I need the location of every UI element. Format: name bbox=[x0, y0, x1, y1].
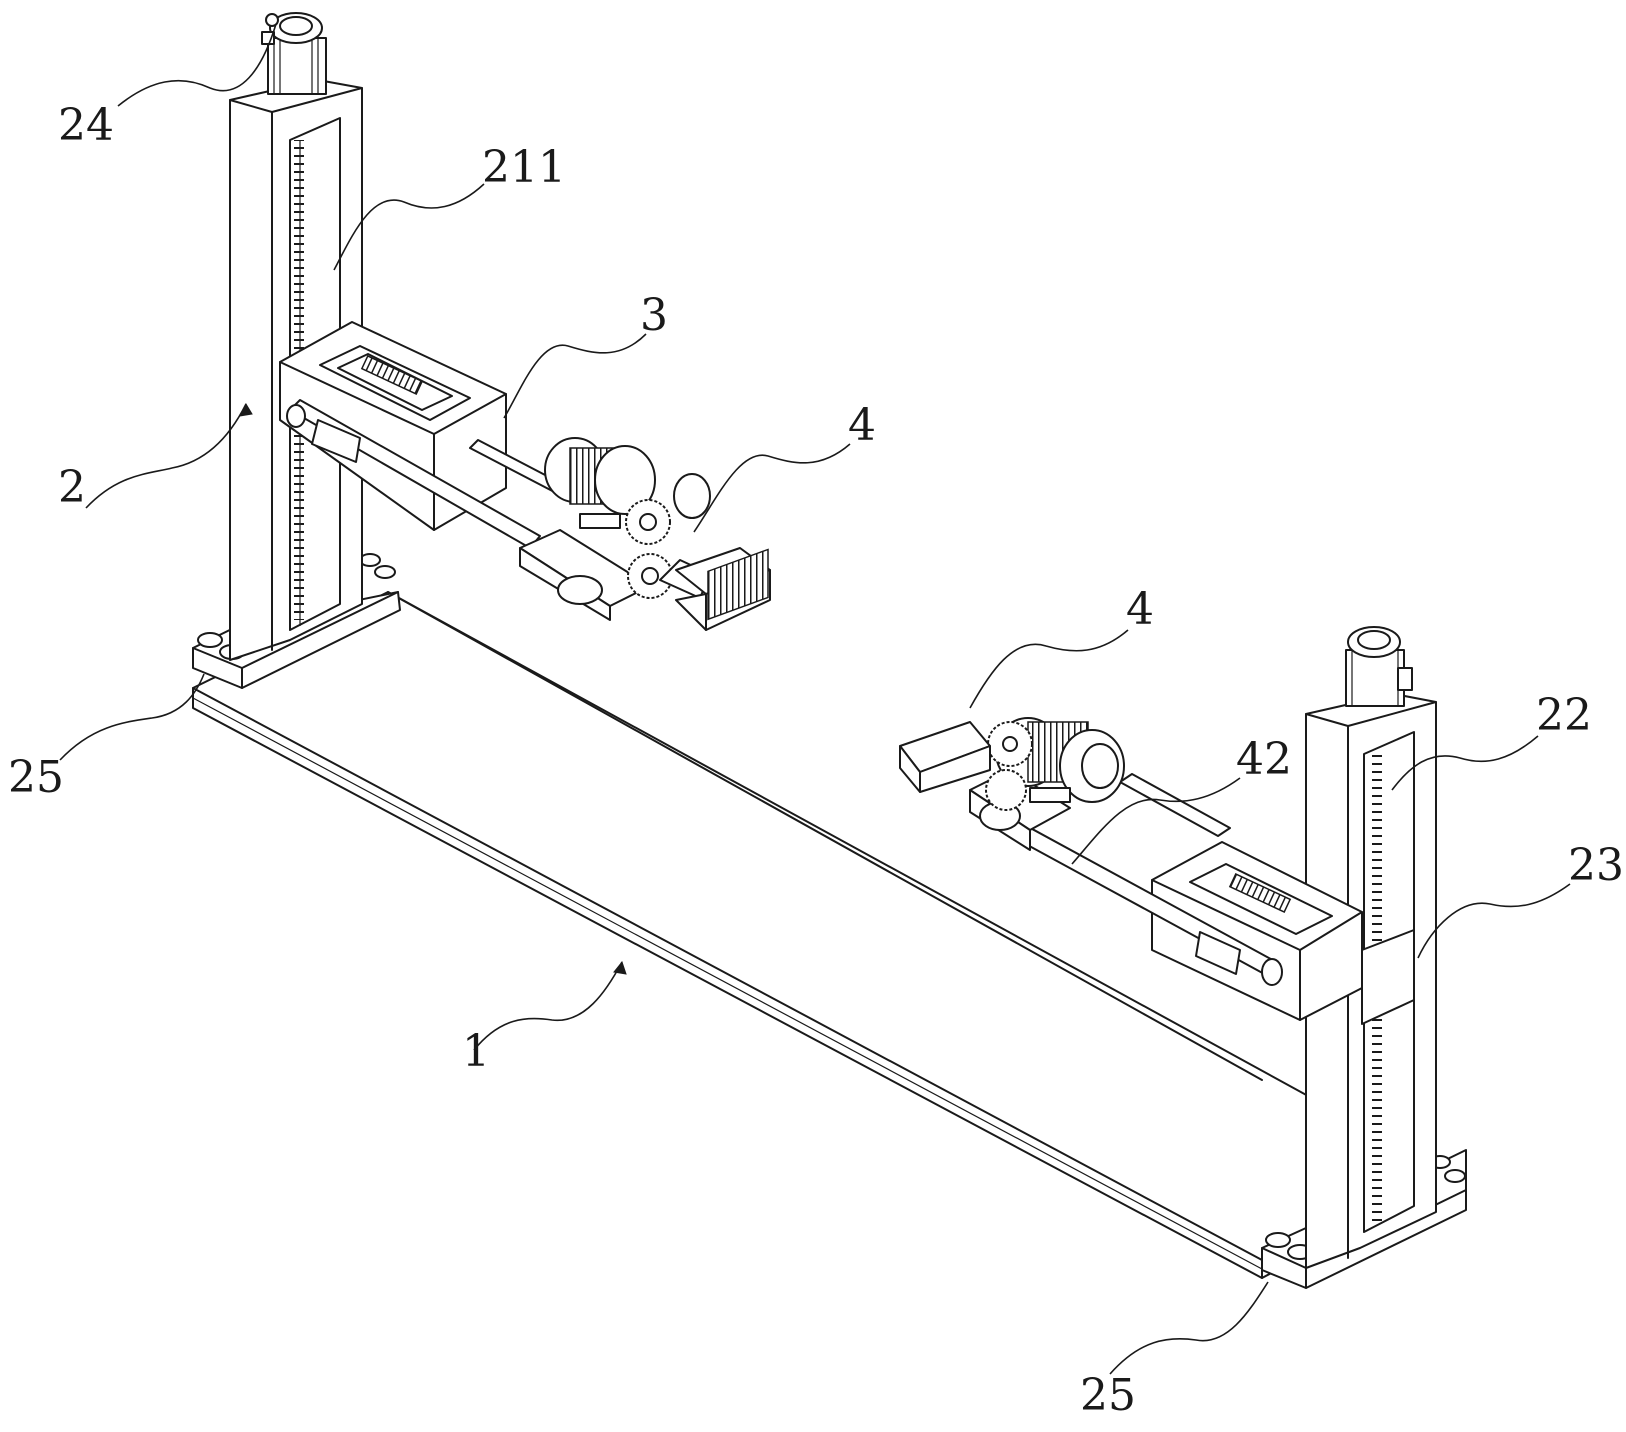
label-23: 23 bbox=[1568, 840, 1624, 891]
label-4-right: 4 bbox=[1126, 584, 1154, 635]
left-servo-motor bbox=[261, 12, 327, 95]
leader-25-left bbox=[59, 673, 205, 761]
leader-lines bbox=[59, 23, 1571, 1375]
label-25-right: 25 bbox=[1080, 1370, 1136, 1421]
leader-25-right bbox=[1109, 1281, 1269, 1375]
left-carriage bbox=[279, 321, 507, 531]
label-42: 42 bbox=[1236, 734, 1292, 785]
right-column bbox=[1305, 693, 1437, 1269]
arrow-icon bbox=[613, 960, 627, 975]
label-4-left: 4 bbox=[848, 400, 876, 451]
left-guide-rods bbox=[286, 399, 571, 549]
label-1: 1 bbox=[462, 1026, 490, 1077]
arrow-icon bbox=[239, 402, 253, 417]
label-25-left: 25 bbox=[8, 752, 64, 803]
leader-4-right bbox=[969, 629, 1129, 709]
leader-3 bbox=[503, 333, 647, 419]
leader-24 bbox=[117, 23, 277, 107]
right-clamp-head bbox=[899, 721, 991, 793]
leader-4-left bbox=[693, 443, 851, 533]
label-3: 3 bbox=[640, 290, 668, 341]
leader-42 bbox=[1071, 777, 1241, 865]
leader-211 bbox=[333, 183, 485, 271]
left-clamp-head bbox=[659, 547, 771, 631]
leader-2 bbox=[85, 403, 247, 509]
right-gears bbox=[985, 721, 1033, 811]
label-22: 22 bbox=[1536, 690, 1592, 741]
left-drive-motor bbox=[544, 437, 656, 529]
leader-23 bbox=[1417, 883, 1571, 959]
bolt-icon bbox=[1444, 1169, 1466, 1183]
bolt-icon bbox=[197, 632, 223, 648]
bolt-icon bbox=[1265, 1232, 1291, 1248]
leader-1 bbox=[473, 961, 623, 1051]
right-servo-motor bbox=[1345, 626, 1413, 707]
leader-22 bbox=[1391, 735, 1539, 791]
bolt-icon bbox=[374, 565, 396, 579]
label-2: 2 bbox=[58, 462, 86, 513]
callout-labels: 24 211 3 4 2 25 4 42 22 23 1 25 bbox=[8, 100, 1624, 1421]
label-24: 24 bbox=[58, 100, 114, 151]
right-carriage bbox=[1151, 841, 1363, 1021]
label-211: 211 bbox=[482, 142, 566, 193]
